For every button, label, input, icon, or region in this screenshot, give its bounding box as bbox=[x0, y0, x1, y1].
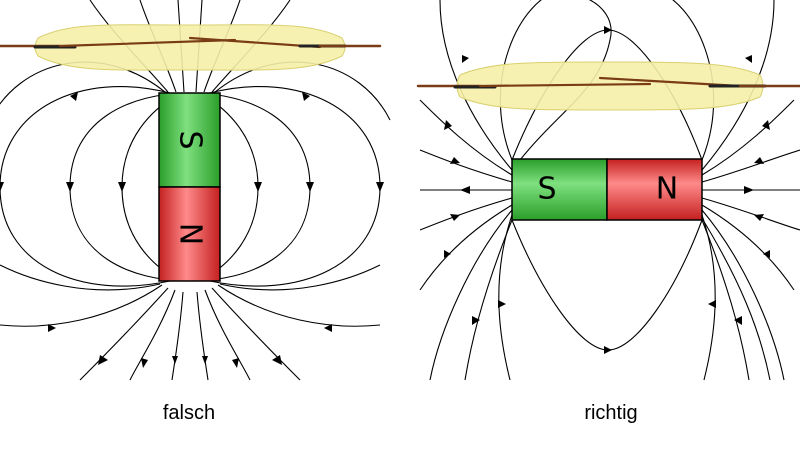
pole-label-top: S bbox=[173, 130, 208, 149]
north-pole-block bbox=[606, 158, 703, 221]
south-pole-block bbox=[511, 158, 608, 221]
diagram-richtig: S N bbox=[416, 0, 800, 381]
north-pole-block bbox=[158, 186, 221, 282]
field-arrows-falsch bbox=[0, 92, 384, 368]
magnet-vertical: S N bbox=[158, 92, 221, 282]
caption-richtig: richtig bbox=[584, 402, 638, 424]
reed-glass-tube bbox=[456, 61, 764, 111]
diagram-falsch: S N bbox=[0, 0, 391, 381]
pole-label-bottom: N bbox=[173, 223, 208, 245]
south-pole-block bbox=[158, 92, 221, 188]
pole-label-right: N bbox=[656, 172, 678, 207]
reed-switch-richtig bbox=[416, 61, 800, 111]
magnet-horizontal: S N bbox=[511, 158, 703, 221]
reed-switch-falsch bbox=[0, 24, 382, 71]
field-arrows-richtig bbox=[444, 26, 770, 354]
pole-label-left: S bbox=[537, 172, 556, 207]
reed-glass-tube bbox=[34, 24, 346, 71]
caption-falsch: falsch bbox=[162, 402, 216, 424]
